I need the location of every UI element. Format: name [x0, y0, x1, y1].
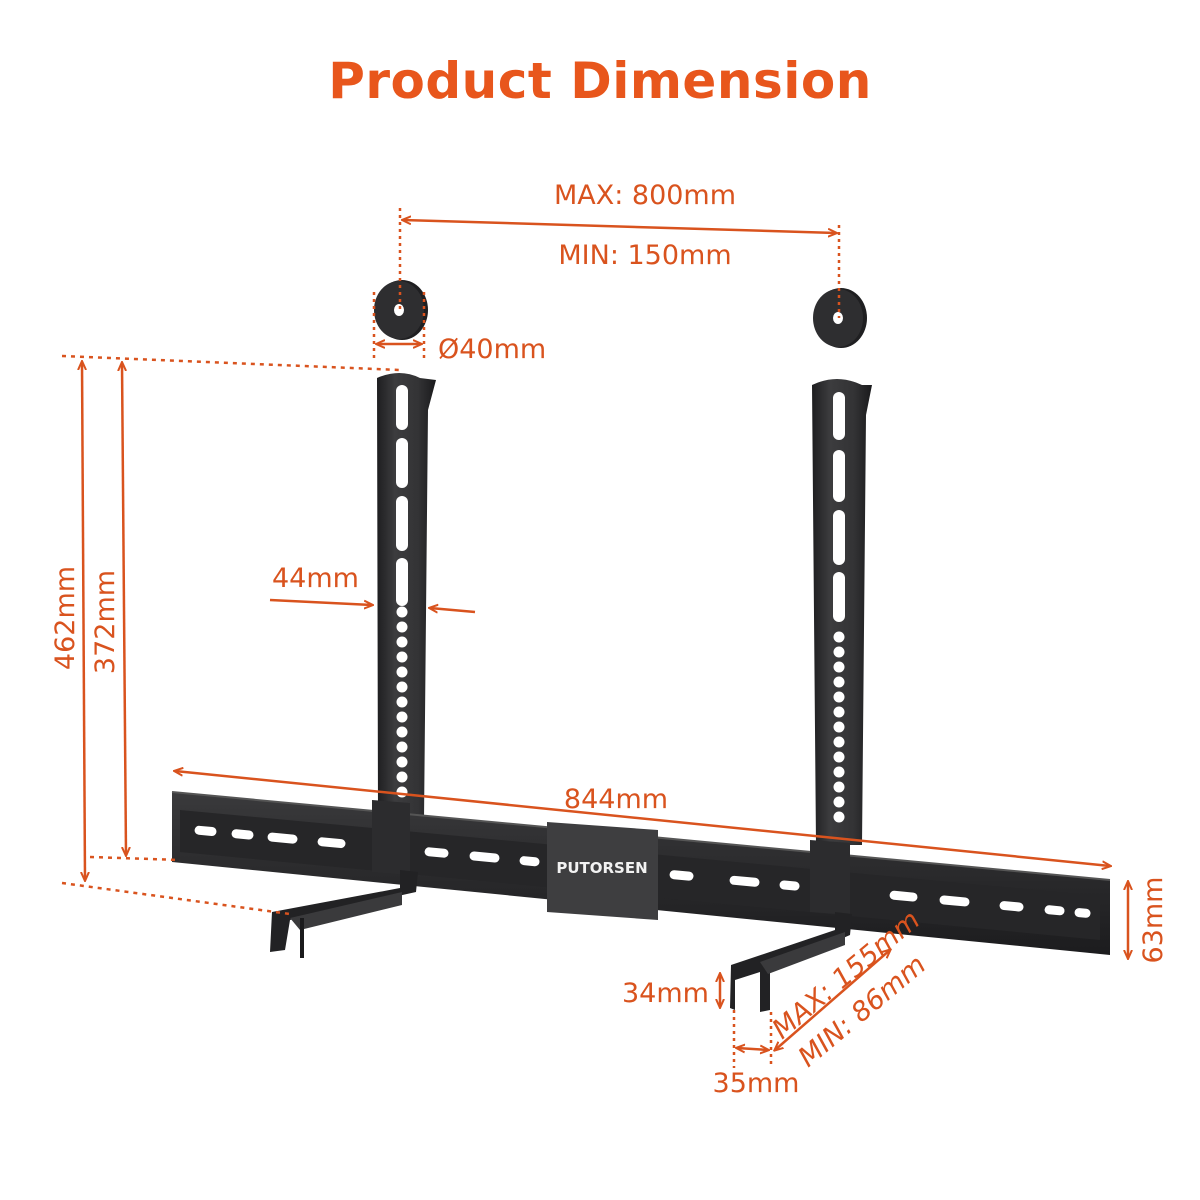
mount-hole [833, 676, 845, 688]
page-title: Product Dimension [328, 52, 872, 110]
shelf-gap-label: 35mm [713, 1068, 800, 1099]
spacer-disc-right [813, 288, 867, 348]
mount-hole [833, 631, 845, 643]
bar-length-arrow [175, 771, 1110, 866]
mount-hole [396, 681, 408, 693]
mount-hole [833, 721, 845, 733]
bracket-height-label: 372mm [90, 570, 121, 674]
spacer-disc-left [374, 280, 428, 340]
bracket-width-label: 44mm [272, 563, 359, 594]
bar-length-label: 844mm [564, 784, 668, 815]
mount-hole [396, 726, 408, 738]
mount-hole [833, 781, 845, 793]
mount-hole [833, 691, 845, 703]
mount-hole [396, 606, 408, 618]
vesa-span-arrow [403, 220, 836, 233]
vertical-bracket-right [812, 379, 872, 845]
mount-hole [833, 646, 845, 658]
bar-slot [1044, 905, 1065, 916]
vesa-max-label: MAX: 800mm [554, 180, 736, 211]
mount-hole [396, 711, 408, 723]
bar-slot [729, 875, 760, 887]
mount-hole [396, 666, 408, 678]
mount-hole [833, 766, 845, 778]
height-top-extension [61, 354, 401, 372]
vertical-bracket-left [377, 373, 436, 820]
mount-hole [396, 786, 408, 798]
height-bottom-extension [61, 881, 291, 916]
mount-hole [396, 771, 408, 783]
mount-hole [396, 636, 408, 648]
width-arrow-right [430, 608, 476, 612]
shelf-depth-arrow [775, 950, 890, 1050]
mount-hole [833, 811, 845, 823]
bar-slot [889, 890, 918, 902]
brand-plate: PUTORSEN [547, 822, 658, 920]
bracket-height-arrow [122, 363, 126, 855]
clamp-right [810, 840, 850, 915]
spacer-diameter-label: Ø40mm [438, 334, 546, 365]
mount-hole [833, 661, 845, 673]
mount-hole [833, 751, 845, 763]
total-height-label: 462mm [50, 566, 81, 670]
bar-slot [1074, 908, 1091, 918]
mount-hole [396, 741, 408, 753]
total-height-arrow [82, 362, 85, 880]
bar-slot [779, 880, 800, 891]
shelf-arm-left [270, 870, 418, 958]
mount-hole [396, 651, 408, 663]
shelf-gap-arrow [737, 1048, 768, 1050]
bar-height-label: 63mm [1138, 877, 1169, 964]
bar-slot [939, 895, 970, 907]
mount-hole [396, 621, 408, 633]
mount-hole [833, 796, 845, 808]
mount-hole [396, 696, 408, 708]
bar-slot [999, 901, 1024, 912]
bar-slot [669, 870, 694, 881]
clamp-left [372, 800, 410, 875]
mount-hole [833, 706, 845, 718]
brand-label: PUTORSEN [556, 859, 647, 877]
bracket-bottom-extension [89, 855, 181, 862]
shelf-lip-label: 34mm [622, 978, 709, 1009]
mount-hole [833, 736, 845, 748]
width-arrow-left [269, 598, 372, 605]
vesa-min-label: MIN: 150mm [558, 240, 731, 271]
mount-hole [396, 756, 408, 768]
